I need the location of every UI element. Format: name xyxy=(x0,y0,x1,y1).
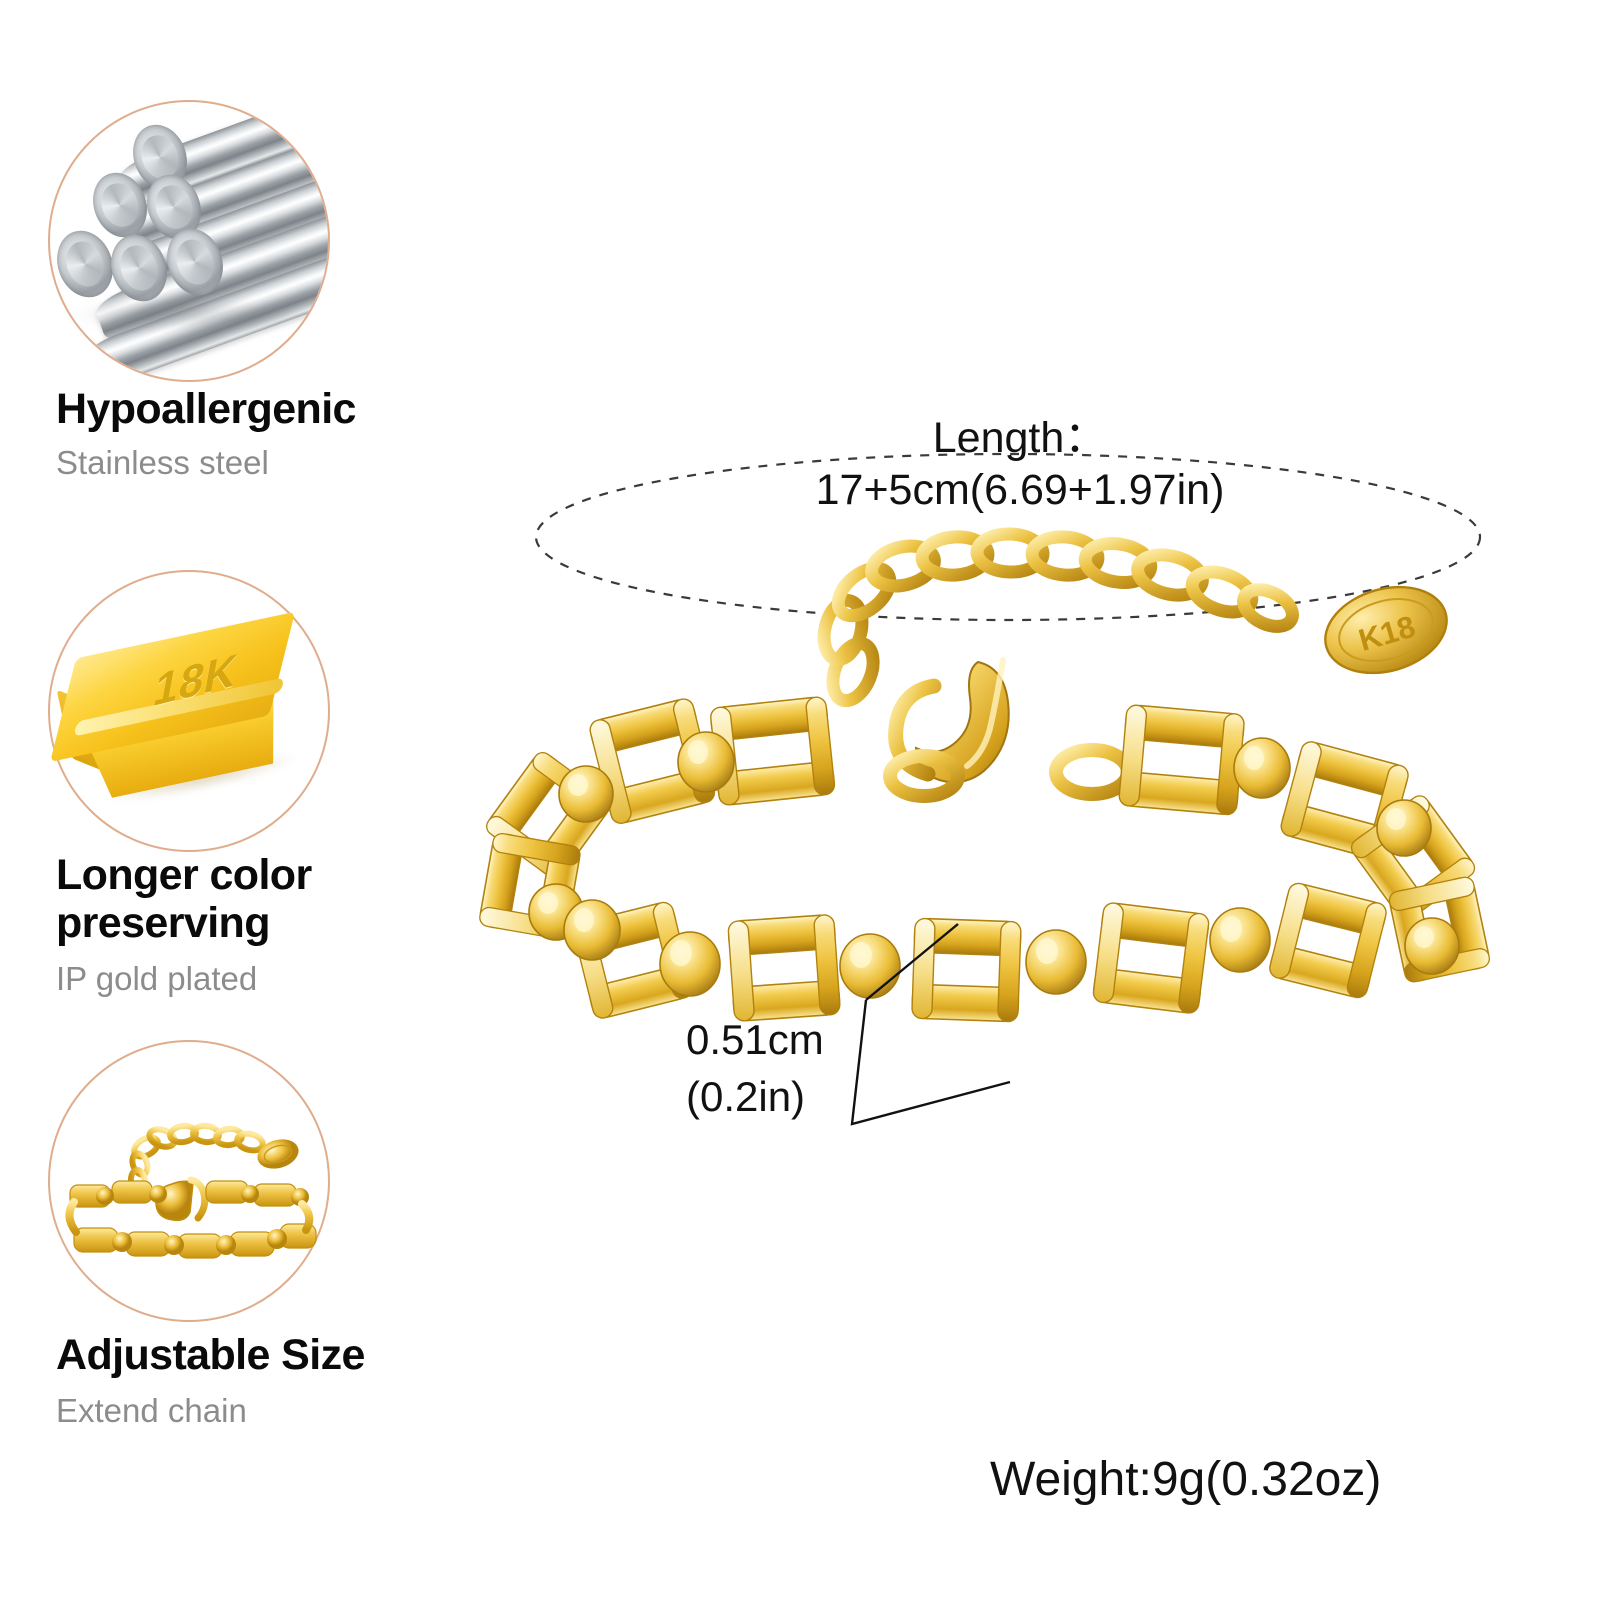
feature-title-color-preserving-line2: preserving xyxy=(56,899,270,947)
width-leader-lines xyxy=(850,923,1011,1126)
feature-subtitle-hypoallergenic: Stainless steel xyxy=(56,444,269,481)
feature-title-adjustable-size: Adjustable Size xyxy=(56,1331,365,1379)
bracelet-bead xyxy=(563,899,621,961)
bracelet-link-group-bottom xyxy=(573,882,1387,1023)
mini-bracelet-icon xyxy=(48,1040,330,1322)
gold-bar-icon: 18K xyxy=(48,570,330,852)
extender-chain xyxy=(817,527,1299,708)
k18-charm-tag: K18 xyxy=(1324,585,1448,675)
weight-annotation: Weight:9g(0.32oz) xyxy=(990,1453,1382,1506)
bracelet-link-group-top-left xyxy=(589,696,836,824)
length-guide-ellipse xyxy=(534,452,1482,622)
width-value-in: (0.2in) xyxy=(686,1072,806,1120)
feature-subtitle-adjustable-size: Extend chain xyxy=(56,1392,247,1429)
feature-title-color-preserving-line1: Longer color xyxy=(56,851,312,899)
lobster-clasp xyxy=(883,657,1135,803)
width-value-cm: 0.51cm xyxy=(686,1016,824,1063)
length-value-text: 17+5cm(6.69+1.97in) xyxy=(815,466,1225,515)
bracelet-link-group-top-right xyxy=(1118,704,1409,861)
bracelet-link-group-right xyxy=(1350,795,1490,983)
length-annotation: Length： 17+5cm(6.69+1.97in) xyxy=(760,412,1280,517)
mini-bracelet-art xyxy=(50,1042,328,1320)
length-label-text: Length： xyxy=(932,414,1108,462)
feature-subtitle-color-preserving: IP gold plated xyxy=(56,960,258,997)
feature-title-hypoallergenic: Hypoallergenic xyxy=(56,385,356,433)
width-annotation: 0.51cm (0.2in) xyxy=(686,1012,824,1125)
steel-rods-icon xyxy=(48,100,330,382)
steel-rods-art xyxy=(50,102,328,380)
